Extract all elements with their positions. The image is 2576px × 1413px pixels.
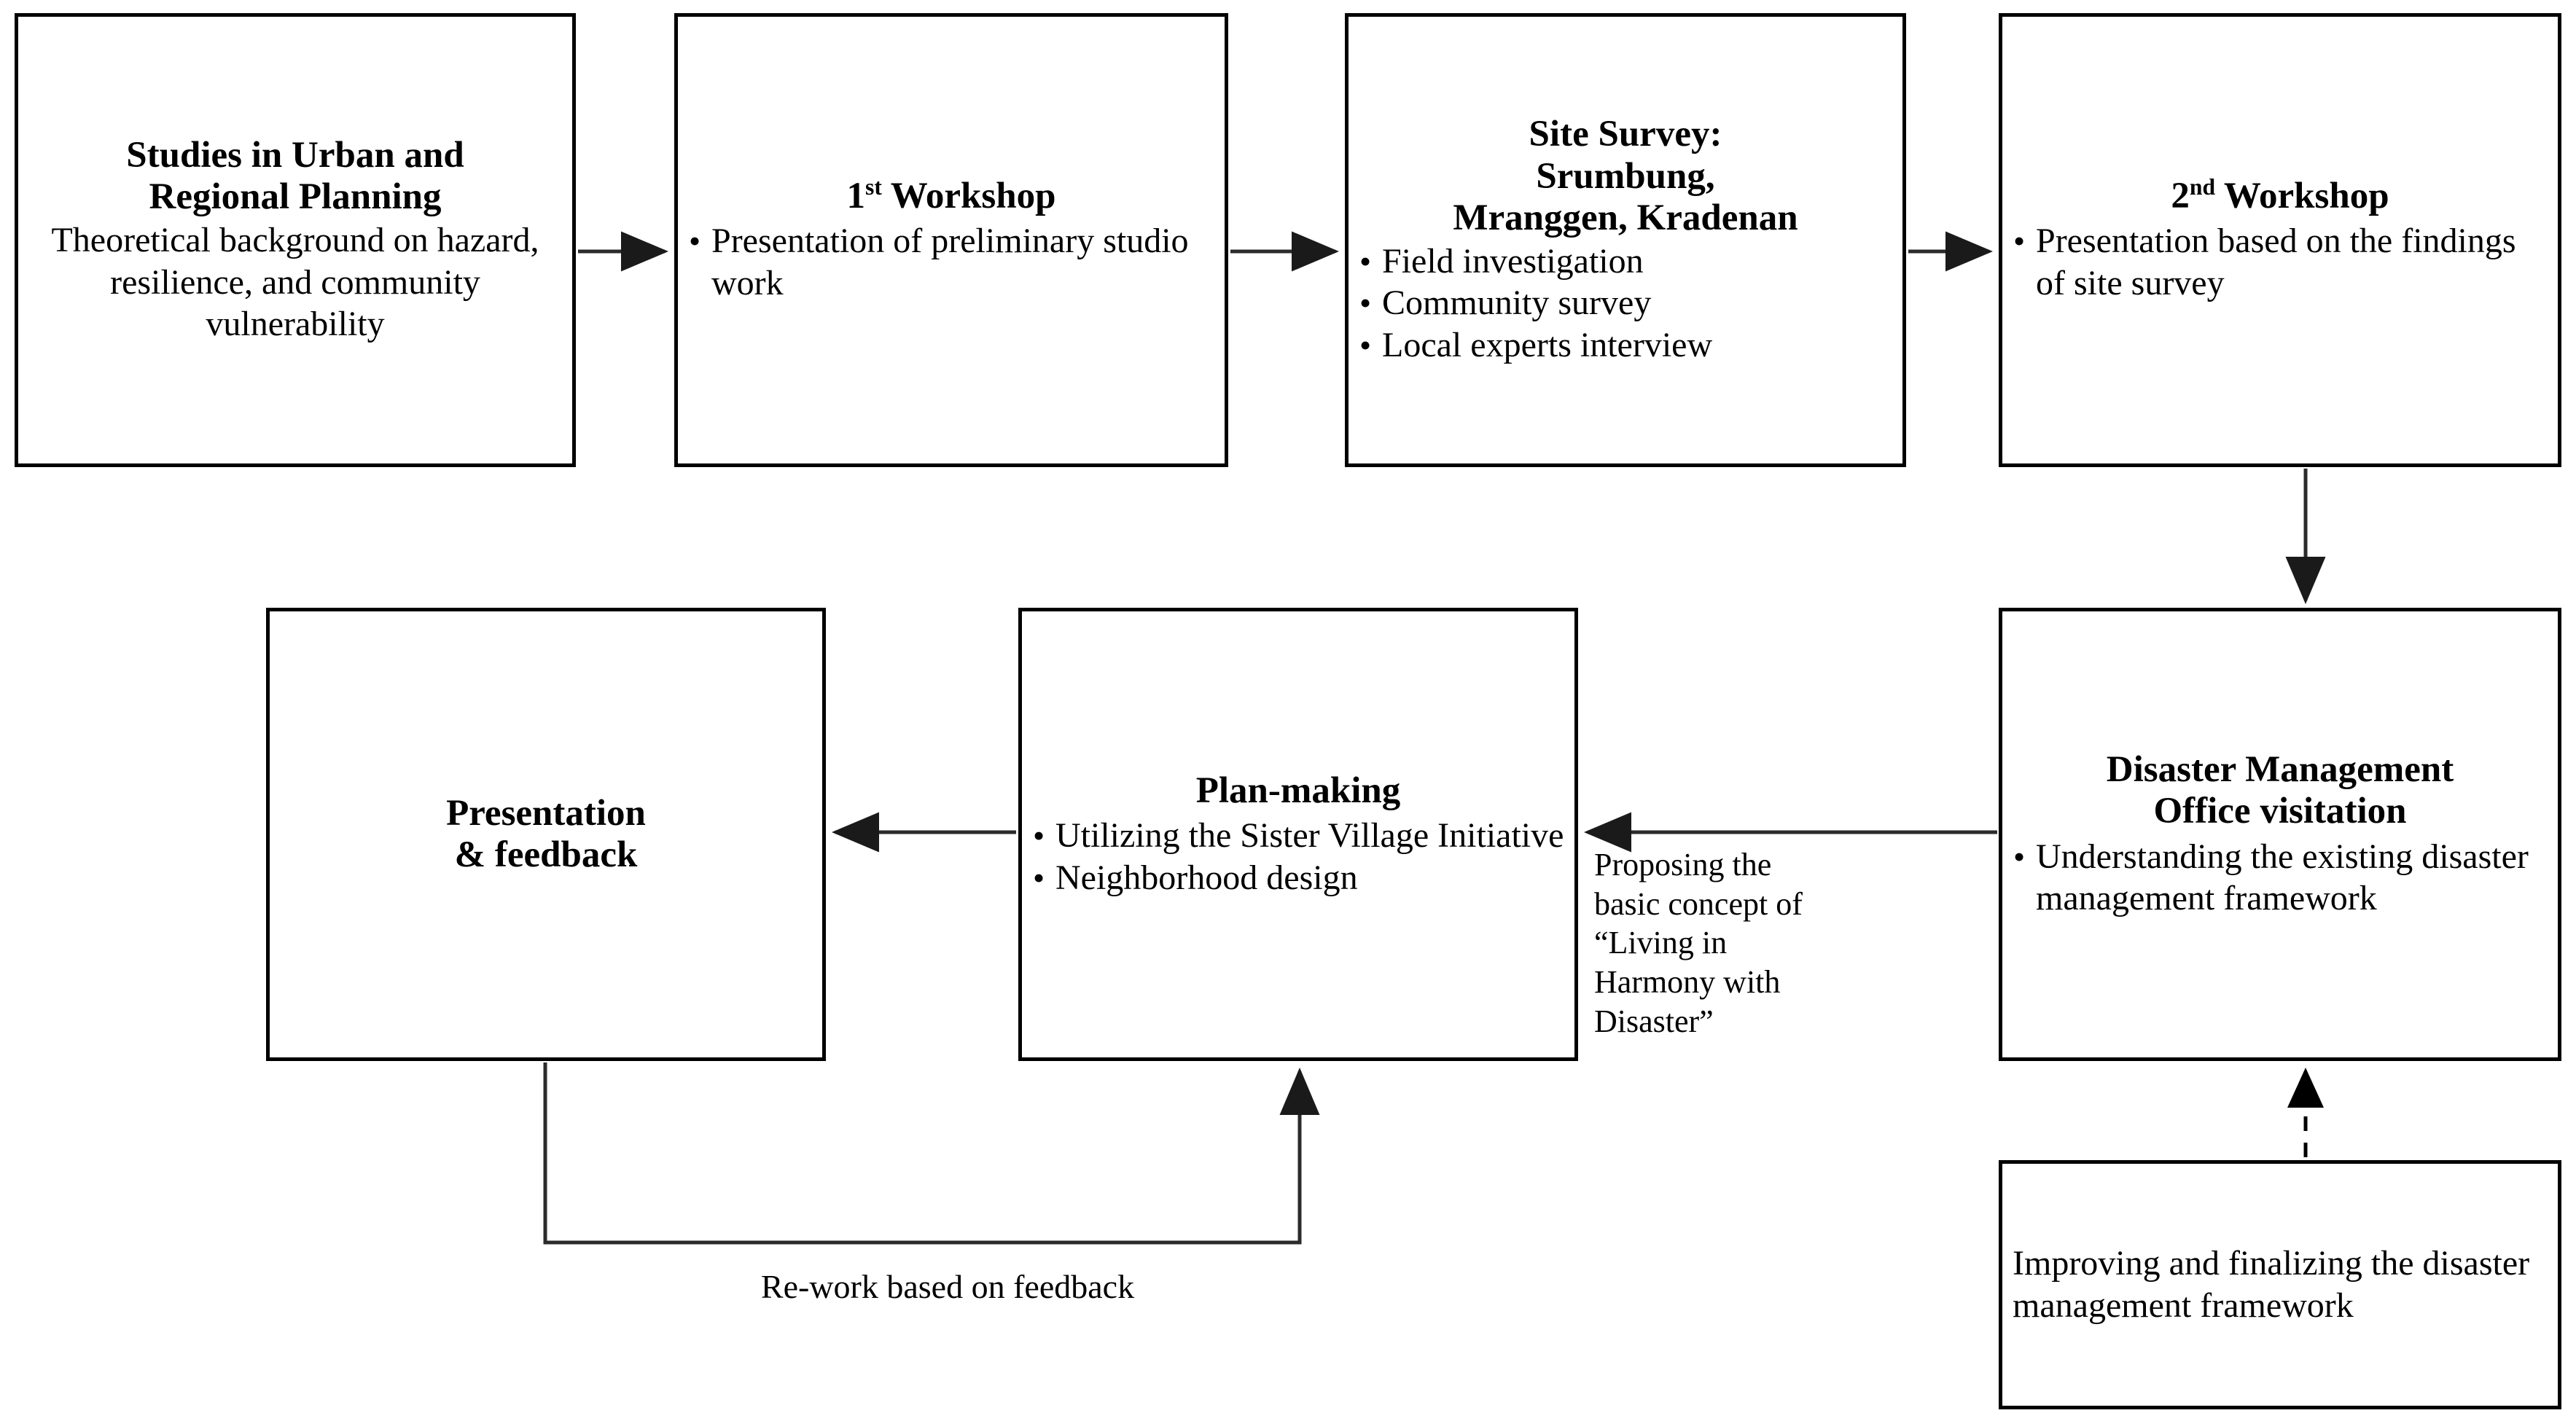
- list-item: • Utilizing the Sister Village Initiativ…: [1022, 815, 1574, 857]
- bullet-dot-icon: •: [688, 222, 701, 260]
- node-plan-making-title: Plan-making: [1195, 770, 1401, 811]
- node-first-workshop-title-number: 1: [846, 176, 866, 217]
- edge-label-proposing-basic-concept: Proposing the basic concept of “Living i…: [1594, 847, 1803, 1039]
- list-item: • Understanding the existing disaster ma…: [2002, 836, 2558, 920]
- node-disaster-management-office-visitation[interactable]: Disaster Management Office visitation • …: [1999, 608, 2561, 1061]
- node-plan-making[interactable]: Plan-making • Utilizing the Sister Villa…: [1018, 608, 1578, 1061]
- list-item: • Field investigation: [1349, 240, 1902, 283]
- bullet-text: Community survey: [1382, 283, 1652, 323]
- bullet-dot-icon: •: [1032, 816, 1045, 854]
- node-second-workshop-bullets: • Presentation based on the findings of …: [2002, 220, 2558, 304]
- node-second-workshop-title-number: 2: [2171, 176, 2190, 217]
- node-dmo-bullets: • Understanding the existing disaster ma…: [2002, 836, 2558, 920]
- node-first-workshop-title-rest: Workshop: [881, 176, 1056, 217]
- bullet-text: Utilizing the Sister Village Initiative: [1055, 815, 1564, 855]
- bullet-dot-icon: •: [1032, 858, 1045, 896]
- node-studies-urban-regional-planning[interactable]: Studies in Urban and Regional Planning T…: [15, 13, 576, 467]
- bullet-dot-icon: •: [2013, 222, 2026, 260]
- bullet-dot-icon: •: [2013, 837, 2026, 875]
- list-item: • Local experts interview: [1349, 324, 1902, 367]
- bullet-dot-icon: •: [1359, 326, 1372, 364]
- node-second-workshop-title: 2nd Workshop: [2002, 176, 2558, 217]
- node-dmo-title: Disaster Management Office visitation: [2106, 749, 2454, 832]
- node-first-workshop-title: 1st Workshop: [678, 176, 1225, 217]
- node-second-workshop[interactable]: 2nd Workshop • Presentation based on the…: [1999, 13, 2561, 467]
- bullet-text: Neighborhood design: [1055, 858, 1358, 897]
- node-studies-body: Theoretical background on hazard, resili…: [51, 221, 539, 344]
- node-first-workshop[interactable]: 1st Workshop • Presentation of prelimina…: [674, 13, 1228, 467]
- node-presentation-feedback[interactable]: Presentation & feedback: [266, 608, 826, 1061]
- node-second-workshop-title-rest: Workshop: [2215, 176, 2389, 217]
- list-item: • Neighborhood design: [1022, 857, 1574, 899]
- node-improving-body: Improving and finalizing the disaster ma…: [2013, 1244, 2530, 1325]
- node-first-workshop-bullets: • Presentation of preliminary studio wor…: [678, 220, 1225, 304]
- bullet-dot-icon: •: [1359, 242, 1372, 280]
- edge-label-rework-based-on-feedback: Re-work based on feedback: [760, 1268, 1135, 1305]
- node-site-survey-title: Site Survey: Srumbung, Mranggen, Kradena…: [1453, 114, 1798, 238]
- node-plan-making-bullets: • Utilizing the Sister Village Initiativ…: [1022, 815, 1574, 899]
- bullet-text: Field investigation: [1382, 241, 1644, 281]
- list-item: • Presentation of preliminary studio wor…: [678, 220, 1225, 304]
- bullet-text: Understanding the existing disaster mana…: [2036, 837, 2529, 918]
- edge-rework-feedback-loop: [543, 1062, 1320, 1245]
- node-first-workshop-title-suffix: st: [865, 174, 882, 200]
- node-studies-title: Studies in Urban and Regional Planning: [126, 135, 464, 218]
- node-site-survey[interactable]: Site Survey: Srumbung, Mranggen, Kradena…: [1345, 13, 1906, 467]
- bullet-text: Local experts interview: [1382, 325, 1713, 364]
- list-item: • Presentation based on the findings of …: [2002, 220, 2558, 304]
- bullet-text: Presentation of preliminary studio work: [711, 222, 1189, 303]
- node-improving-finalizing-framework[interactable]: Improving and finalizing the disaster ma…: [1999, 1160, 2561, 1409]
- node-presentation-title: Presentation & feedback: [446, 792, 646, 875]
- bullet-dot-icon: •: [1359, 284, 1372, 322]
- list-item: • Community survey: [1349, 282, 1902, 324]
- node-second-workshop-title-suffix: nd: [2189, 174, 2216, 200]
- bullet-text: Presentation based on the findings of si…: [2036, 222, 2516, 303]
- node-site-survey-bullets: • Field investigation • Community survey…: [1349, 240, 1902, 367]
